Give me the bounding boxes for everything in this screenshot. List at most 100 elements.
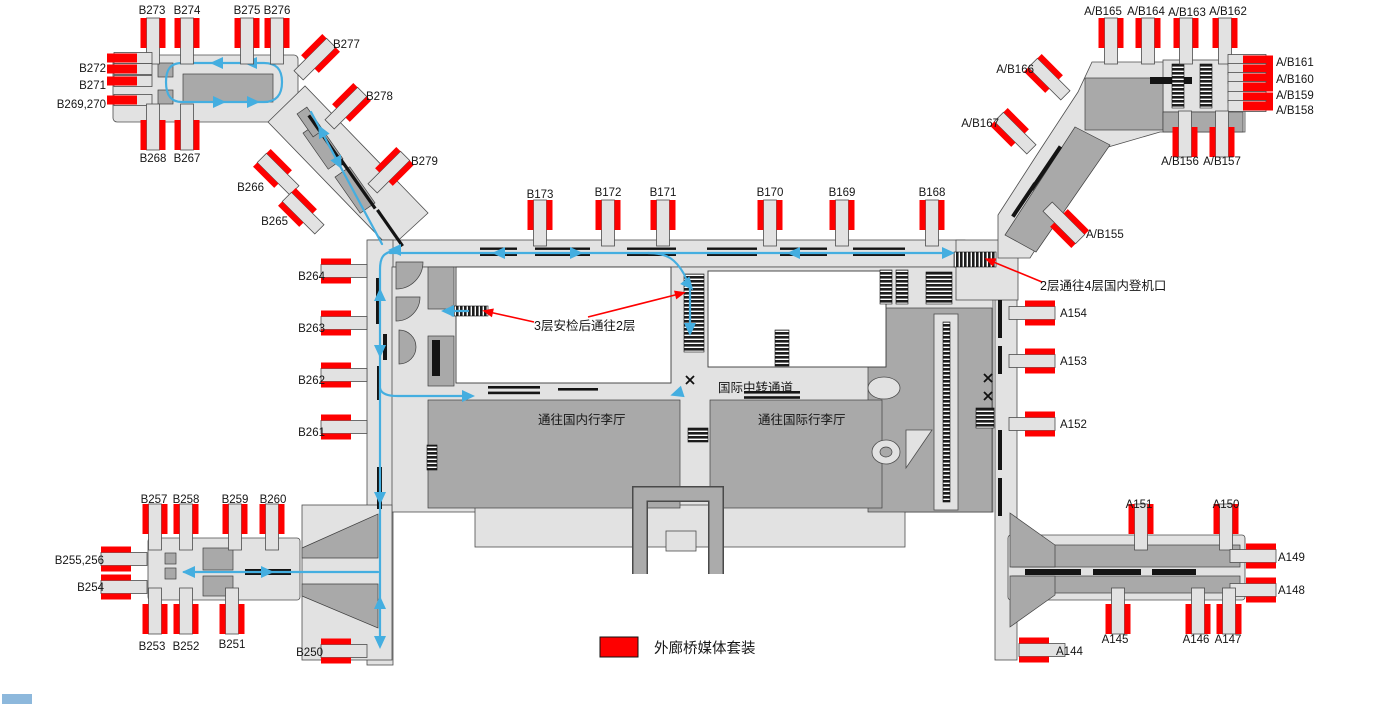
- media-bar-right: [192, 504, 199, 534]
- media-bar-right: [1232, 504, 1239, 534]
- gate-a146-label: A146: [1183, 634, 1210, 646]
- media-bar: [1243, 55, 1273, 65]
- media-bar-right: [321, 310, 351, 317]
- gate-a152-marker: [1008, 411, 1056, 437]
- passenger-flow-arrows: [164, 57, 955, 649]
- media-bar-right: [1037, 54, 1063, 80]
- gate-unlabeled-marker: [107, 63, 153, 75]
- gate-b258-marker: [173, 503, 199, 551]
- media-bar-left: [595, 200, 602, 230]
- gate-b277-label: B277: [333, 39, 360, 51]
- flow-arrowhead: [374, 492, 386, 505]
- flow-arrowhead: [374, 345, 386, 358]
- media-bar-right: [1209, 127, 1216, 157]
- gate-b267-marker: [174, 103, 200, 151]
- gate-b277-marker: [293, 34, 340, 81]
- media-bar-left: [301, 34, 327, 60]
- interior-blocks: [157, 62, 1244, 629]
- media-bar-right: [1192, 18, 1199, 48]
- jet-bridge-stub: [228, 503, 242, 551]
- gate-a147-label: A147: [1215, 634, 1242, 646]
- flow-arrowhead: [670, 385, 685, 398]
- gate-b275-label: B275: [234, 5, 261, 17]
- flow-arrowhead: [787, 247, 800, 259]
- gate-b278-marker: [324, 83, 371, 130]
- gate-b263-label: B263: [298, 323, 325, 335]
- gate-b278-label: B278: [366, 91, 393, 103]
- media-bar-right: [174, 120, 181, 150]
- gate-a-b165-marker: [1098, 17, 1124, 65]
- media-bar-left: [1025, 411, 1055, 418]
- media-bar-left: [1025, 348, 1055, 355]
- gate-a145-label: A145: [1102, 634, 1129, 646]
- media-bar-right: [266, 149, 292, 175]
- media-bar-left: [193, 120, 200, 150]
- gate-a145-marker: [1105, 587, 1131, 635]
- flow-arrowhead: [462, 390, 475, 402]
- media-bar-right: [1117, 18, 1124, 48]
- jet-bridge-stub: [180, 103, 194, 151]
- gate-a144-label: A144: [1056, 646, 1083, 658]
- jet-bridge-stub: [148, 587, 162, 635]
- jet-bridge-stub: [763, 199, 777, 247]
- gate-b264-marker: [320, 258, 368, 284]
- gate-b168-marker: [919, 199, 945, 247]
- media-bar-right: [938, 200, 945, 230]
- gate-a-b155-label: A/B155: [1086, 229, 1124, 241]
- media-bar-left: [142, 504, 149, 534]
- media-bar-left: [321, 277, 351, 284]
- gate-b258-label: B258: [173, 494, 200, 506]
- media-bar-right: [1019, 637, 1049, 644]
- west-open-hall: [455, 266, 672, 384]
- gate-a-b156-marker: [1172, 110, 1198, 158]
- gate-b264-label: B264: [298, 271, 325, 283]
- gate-b255-256-label: B255,256: [55, 555, 104, 567]
- security-to-l2-arrow: [587, 293, 680, 318]
- gate-b276-label: B276: [264, 5, 291, 17]
- gate-b269-270-marker: [107, 94, 153, 106]
- media-bar-right: [1216, 604, 1223, 634]
- gate-a148-label: A148: [1278, 585, 1305, 597]
- media-bar-left: [321, 433, 351, 440]
- media-bar-left: [1246, 543, 1276, 550]
- media-bar-right: [1003, 108, 1029, 134]
- media-bar-left: [321, 329, 351, 336]
- gate-b265-label: B265: [261, 216, 288, 228]
- gate-b251-label: B251: [219, 639, 246, 651]
- flow-arrowhead: [261, 566, 274, 578]
- media-bar-left: [321, 657, 351, 664]
- gate-b274-label: B274: [174, 5, 201, 17]
- jet-bridge-stub: [320, 644, 368, 658]
- media-bar-right: [283, 18, 290, 48]
- media-bar-left: [1025, 300, 1055, 307]
- flow-arrowhead: [318, 124, 330, 140]
- media-bar: [1243, 82, 1273, 92]
- media-bar-right: [193, 18, 200, 48]
- media-bar-left: [101, 593, 131, 600]
- gate-a150-label: A150: [1213, 499, 1240, 511]
- media-bar-right: [1246, 596, 1276, 603]
- gate-b172-label: B172: [595, 187, 622, 199]
- media-bar-left: [264, 18, 271, 48]
- media-bar-right: [669, 200, 676, 230]
- gate-a153-label: A153: [1060, 356, 1087, 368]
- gate-a-b155-marker: [1042, 201, 1089, 248]
- legend-swatch: [599, 636, 639, 658]
- media-bar-right: [1246, 562, 1276, 569]
- media-bar-right: [219, 604, 226, 634]
- gate-b261-label: B261: [298, 427, 325, 439]
- media-bar-left: [1212, 18, 1219, 48]
- media-bar-right: [253, 18, 260, 48]
- media-bar-left: [259, 504, 266, 534]
- gate-a-b166-label: A/B166: [996, 64, 1034, 76]
- gate-b254-label: B254: [77, 582, 104, 594]
- gate-a152-label: A152: [1060, 419, 1087, 431]
- gate-a-b160-label: A/B160: [1276, 74, 1314, 86]
- gate-b173-marker: [527, 199, 553, 247]
- gate-b268-marker: [140, 103, 166, 151]
- gate-b252-marker: [173, 587, 199, 635]
- gate-b276-marker: [264, 17, 290, 65]
- media-bar-right: [388, 160, 414, 186]
